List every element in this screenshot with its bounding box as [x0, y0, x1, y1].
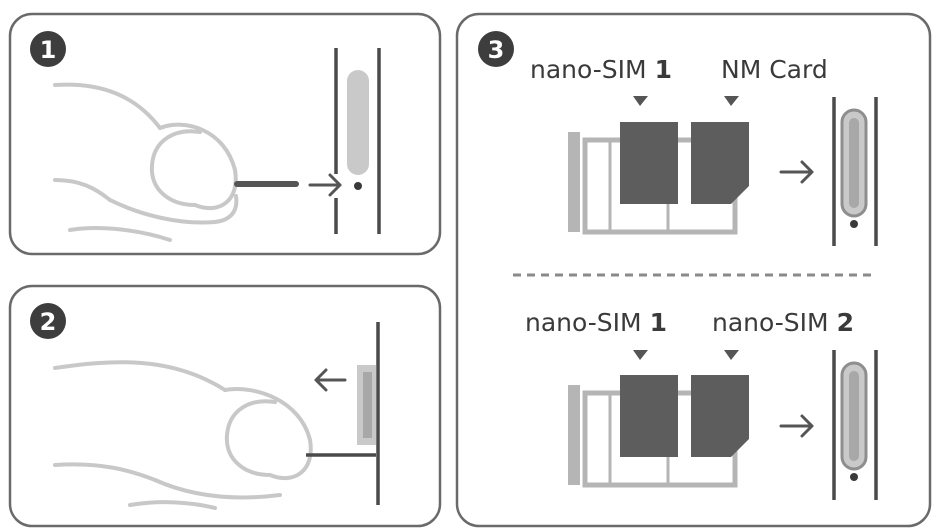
eject-hole — [354, 182, 362, 190]
slot-b-label: nano-SIM 2 — [712, 308, 854, 337]
hand-icon — [53, 82, 239, 242]
panel-step-1: 1 — [8, 12, 442, 256]
slot-a-marker — [633, 96, 648, 106]
step-1-number: 1 — [40, 36, 57, 64]
nano-sim-card-1 — [620, 375, 678, 457]
arrow-right-icon — [779, 160, 814, 184]
slot-b-marker — [724, 96, 739, 106]
config-nano-sim-nm-card: nano-SIM 1 NM Card — [530, 55, 878, 246]
step-3-number: 3 — [488, 36, 505, 64]
sim-tray-slot — [347, 70, 369, 175]
nano-sim-card-2 — [691, 375, 749, 457]
panel-step-2: 2 — [8, 284, 442, 528]
nano-sim-card — [620, 122, 678, 204]
slot-a-label: nano-SIM 1 — [525, 308, 667, 337]
panel-step-3: 3 nano-SIM 1 NM Card nano-S — [455, 12, 932, 528]
slot-a-marker — [633, 350, 648, 360]
hand-icon — [53, 360, 313, 510]
config-dual-nano-sim: nano-SIM 1 nano-SIM 2 — [525, 308, 878, 500]
step-3-badge — [478, 31, 514, 67]
slot-b-marker — [724, 350, 739, 360]
eject-hole — [850, 473, 858, 481]
step-2-badge — [30, 303, 66, 339]
arrow-right-icon — [308, 173, 342, 197]
slot-a-label: nano-SIM 1 — [530, 55, 672, 84]
arrow-left-icon — [314, 368, 347, 392]
arrow-right-icon — [779, 414, 814, 438]
slot-b-label: NM Card — [721, 55, 828, 84]
step-1-badge — [30, 31, 66, 67]
panel-2-frame — [8, 284, 442, 528]
nm-card — [691, 122, 749, 204]
step-2-number: 2 — [40, 308, 57, 336]
eject-hole — [850, 220, 858, 228]
